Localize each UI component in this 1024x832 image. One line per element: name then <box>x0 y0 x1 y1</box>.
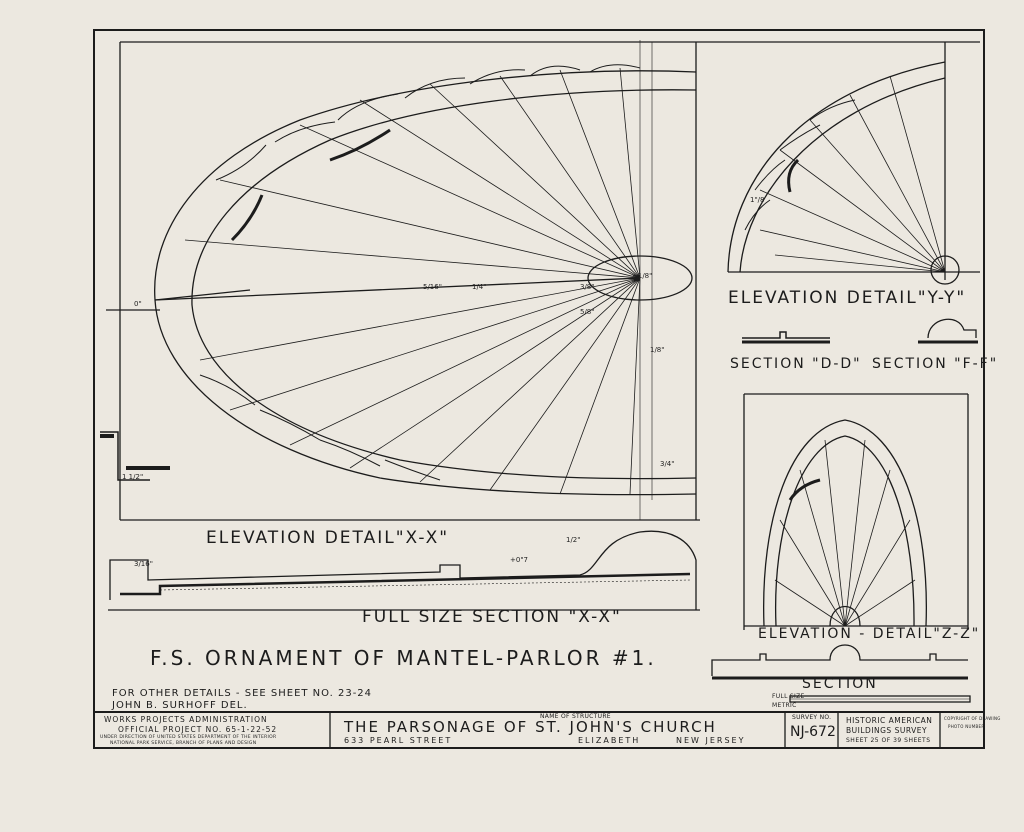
project-number: OFFICIAL PROJECT NO. 65-1-22-52 <box>118 725 278 734</box>
dim-label: 5/16" <box>423 283 442 291</box>
direction-line-2: NATIONAL PARK SERVICE, BRANCH OF PLANS A… <box>110 741 257 746</box>
habs-line-2: BUILDINGS SURVEY <box>846 726 928 735</box>
elevation-xx-ornament <box>106 40 697 520</box>
full-size-section-xx <box>108 530 700 611</box>
graphic-scale <box>789 695 971 703</box>
dim-label: 1"/8 <box>750 196 765 204</box>
scale-full-size: FULL SIZE <box>772 693 805 700</box>
city: ELIZABETH <box>578 736 641 745</box>
direction-line-1: UNDER DIRECTION OF UNITED STATES DEPARTM… <box>100 735 277 740</box>
elevation-yy-ornament <box>727 42 980 285</box>
name-caption: NAME OF STRUCTURE <box>540 713 611 720</box>
elevation-zz-label: ELEVATION - DETAIL"Z-Z" <box>758 626 981 642</box>
dim-label: 3/8" <box>580 283 595 291</box>
scale-metric: METRIC <box>772 702 797 709</box>
section-dd-label: SECTION "D-D" <box>730 356 862 372</box>
sections-dd-ff <box>742 318 978 344</box>
dim-label: 3/16" <box>134 560 153 568</box>
wpa-label: WORKS PROJECTS ADMINISTRATION <box>104 715 268 724</box>
dim-label: 0" <box>134 300 142 308</box>
dim-label: 1/8" <box>650 346 665 354</box>
street-address: 633 PEARL STREET <box>344 736 453 745</box>
dim-label: 5/8" <box>580 308 595 316</box>
sheet-number: SHEET 25 OF 39 SHEETS <box>846 737 931 744</box>
elevation-xx-label: ELEVATION DETAIL"X-X" <box>206 528 450 548</box>
sheet-border <box>93 29 985 749</box>
section-zz <box>711 644 968 680</box>
delineator-credit: JOHN B. SURHOFF DEL. <box>112 700 248 711</box>
title-block <box>94 711 984 748</box>
elevation-yy-label: ELEVATION DETAIL"Y-Y" <box>728 288 967 308</box>
elevation-zz-ornament <box>743 393 969 630</box>
survey-caption: SURVEY NO. <box>792 714 832 721</box>
full-size-section-xx-label: FULL SIZE SECTION "X-X" <box>362 607 622 627</box>
dim-label: 1 1/2" <box>122 473 144 481</box>
habs-line-1: HISTORIC AMERICAN <box>846 716 933 725</box>
dim-label: +0"7 <box>510 556 528 564</box>
dim-label: +1/8" <box>632 272 653 280</box>
state: NEW JERSEY <box>676 736 746 745</box>
section-label: SECTION <box>802 676 878 692</box>
dim-label: 3/4" <box>660 460 675 468</box>
survey-number: NJ-672 <box>790 724 836 740</box>
copyright-caption: COPYRIGHT OF DRAWING <box>944 716 1001 721</box>
photo-caption: PHOTO NUMBER <box>948 724 985 729</box>
structure-name: THE PARSONAGE OF ST. JOHN'S CHURCH <box>344 718 717 736</box>
ornament-title: F.S. ORNAMENT OF MANTEL-PARLOR #1. <box>150 646 657 670</box>
dim-label: 1/2" <box>566 536 581 544</box>
section-ff-label: SECTION "F-F" <box>872 356 999 372</box>
dim-label: 1/4" <box>472 283 487 291</box>
other-details-note: FOR OTHER DETAILS - SEE SHEET NO. 23-24 <box>112 688 373 699</box>
